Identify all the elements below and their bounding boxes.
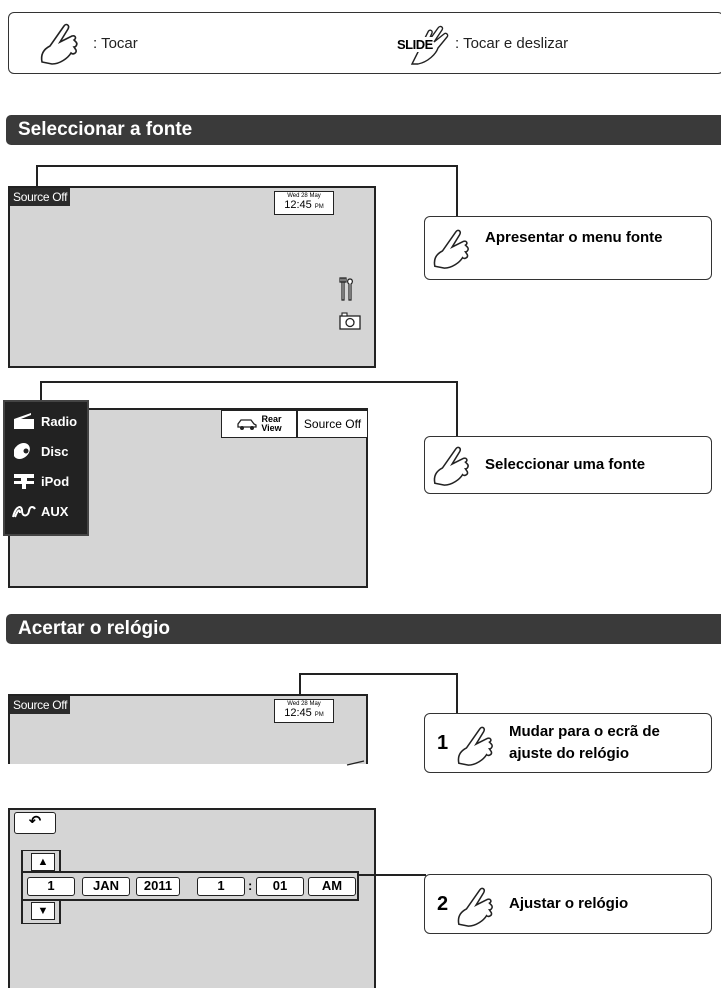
callout-select-source: Seleccionar uma fonte: [424, 436, 712, 494]
connector-line: [456, 673, 458, 713]
car-icon: [237, 419, 257, 430]
menu-item-disc[interactable]: Disc: [5, 436, 87, 466]
back-button[interactable]: ↶: [14, 812, 56, 834]
rear-view-label-line1: Rear: [261, 414, 282, 424]
screen-clock-adjust: ↶ ▲ ▼ 1 JAN 2011 1 : 01 AM: [8, 808, 376, 988]
menu-item-ipod[interactable]: iPod: [5, 466, 87, 496]
month-field[interactable]: JAN: [82, 877, 130, 896]
connector-line: [456, 165, 458, 217]
source-off-button[interactable]: Source Off: [10, 696, 71, 714]
clock-ampm: PM: [314, 204, 324, 210]
screen-main-source-off: Source Off Wed 28 May 12:45 PM: [8, 186, 376, 368]
callout-adjust-clock: 2 Ajustar o relógio: [424, 874, 712, 934]
day-field[interactable]: 1: [27, 877, 75, 896]
aux-icon: [12, 506, 36, 518]
tap-gesture-icon: [40, 23, 78, 65]
settings-tools-icon[interactable]: [346, 758, 366, 766]
clock-ampm: PM: [314, 712, 324, 718]
rear-view-label-line2: View: [261, 423, 282, 433]
increase-button[interactable]: ▲: [31, 853, 55, 871]
step-number: 1: [437, 732, 449, 754]
tap-gesture-icon: [433, 446, 469, 486]
slide-legend-label: : Tocar e deslizar: [455, 35, 569, 52]
clock-time: 12:45: [284, 199, 312, 211]
menu-item-label: iPod: [41, 473, 70, 489]
clock-date: Wed 28 May: [287, 701, 321, 707]
clock-time: 12:45: [284, 707, 312, 719]
section-heading-select-source: Seleccionar a fonte: [6, 115, 721, 145]
clock-display[interactable]: Wed 28 May 12:45 PM: [274, 699, 334, 723]
settings-tools-icon[interactable]: [339, 276, 355, 302]
tap-legend-label: : Tocar: [93, 35, 138, 52]
ipod-icon: [14, 474, 34, 489]
year-field[interactable]: 2011: [136, 877, 180, 896]
callout-switch-to-clock-settings: 1 Mudar para o ecrã de ajuste do relógio: [424, 713, 712, 773]
menu-item-label: Radio: [41, 413, 78, 429]
callout-text-line1: Mudar para o ecrã de: [509, 723, 660, 740]
hour-field[interactable]: 1: [197, 877, 245, 896]
step-number: 2: [437, 893, 449, 915]
tap-gesture-icon: [457, 887, 493, 927]
legend-box: [8, 12, 721, 74]
camera-icon[interactable]: [339, 312, 361, 330]
connector-line: [358, 874, 426, 876]
decrease-button[interactable]: ▼: [31, 902, 55, 920]
menu-item-aux[interactable]: AUX: [5, 496, 87, 526]
menu-item-label: Disc: [41, 443, 69, 459]
tap-gesture-icon: [433, 229, 469, 269]
connector-line: [40, 381, 458, 383]
callout-text-line2: ajuste do relógio: [509, 745, 630, 762]
radio-icon: [14, 413, 34, 429]
disc-icon: [14, 443, 30, 459]
connector-line: [36, 165, 458, 167]
connector-line: [456, 381, 458, 437]
ampm-field[interactable]: AM: [308, 877, 356, 896]
connector-line: [36, 165, 38, 187]
clock-date: Wed 28 May: [287, 193, 321, 199]
callout-text: Seleccionar uma fonte: [485, 456, 646, 473]
slide-gesture-icon: SLIDE: [397, 24, 454, 66]
screen-main-clock: Source Off Wed 28 May 12:45 PM: [8, 694, 368, 766]
callout-text: Ajustar o relógio: [509, 895, 629, 912]
source-off-button[interactable]: Source Off: [10, 188, 71, 206]
clock-display[interactable]: Wed 28 May 12:45 PM: [274, 191, 334, 215]
section-heading-set-clock: Acertar o relógio: [6, 614, 721, 644]
time-colon: :: [248, 878, 253, 893]
connector-line: [40, 381, 42, 401]
connector-line: [299, 673, 458, 675]
minute-field[interactable]: 01: [256, 877, 304, 896]
source-menu-panel: Radio Disc iPod AUX: [3, 400, 89, 536]
connector-line: [299, 673, 301, 697]
slide-icon-text: SLIDE: [397, 37, 433, 52]
menu-item-label: AUX: [41, 503, 69, 519]
callout-text: Apresentar o menu fonte: [485, 229, 663, 246]
menu-item-radio[interactable]: Radio: [5, 406, 87, 436]
tap-gesture-icon: [457, 726, 493, 766]
callout-show-source-menu: Apresentar o menu fonte: [424, 216, 712, 280]
source-off-tab[interactable]: Source Off: [297, 410, 368, 438]
clock-selection-bracket: [20, 849, 360, 925]
rear-view-button[interactable]: Rear View: [221, 410, 297, 438]
